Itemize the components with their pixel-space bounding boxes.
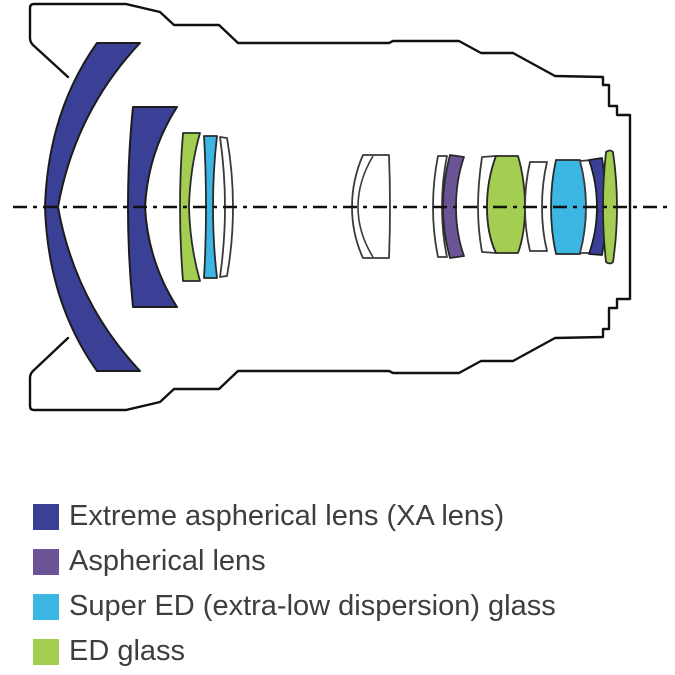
xa-element-front bbox=[44, 42, 141, 372]
xa-element-2 bbox=[127, 106, 178, 308]
aspherical-swatch-icon bbox=[33, 548, 59, 575]
legend-label-ed: ED glass bbox=[69, 635, 186, 667]
glass-doublet-cement-line bbox=[357, 155, 374, 258]
super-ed-swatch-icon bbox=[33, 593, 59, 620]
lens-diagram-svg bbox=[13, 2, 670, 412]
legend: Extreme aspherical lens (XA lens) Aspher… bbox=[33, 494, 556, 674]
aspherical-swatch-rect bbox=[33, 548, 59, 575]
super-ed-element-front bbox=[203, 135, 218, 279]
lens-barrel-outline bbox=[28, 2, 632, 412]
legend-label-super-ed: Super ED (extra-low dispersion) glass bbox=[69, 590, 556, 622]
xa-swatch-rect bbox=[33, 503, 59, 530]
xa-swatch-icon bbox=[33, 503, 59, 530]
legend-label-aspherical: Aspherical lens bbox=[69, 545, 266, 577]
ed-swatch-rect bbox=[33, 638, 59, 665]
legend-item-ed: ED glass bbox=[33, 629, 556, 674]
super-ed-swatch-rect bbox=[33, 593, 59, 620]
legend-item-super-ed: Super ED (extra-low dispersion) glass bbox=[33, 584, 556, 629]
legend-item-aspherical: Aspherical lens bbox=[33, 539, 556, 584]
ed-element-middle bbox=[486, 155, 526, 254]
legend-label-xa: Extreme aspherical lens (XA lens) bbox=[69, 500, 505, 532]
lens-diagram bbox=[13, 2, 670, 412]
ed-swatch-icon bbox=[33, 638, 59, 665]
legend-item-xa: Extreme aspherical lens (XA lens) bbox=[33, 494, 556, 539]
ed-element-front bbox=[179, 132, 201, 282]
